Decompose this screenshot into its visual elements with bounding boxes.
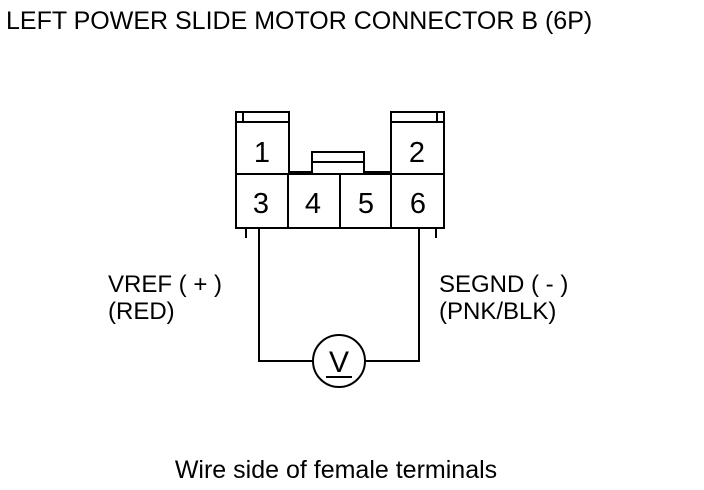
pin-number-1: 1 <box>254 137 270 169</box>
diagram-title: LEFT POWER SLIDE MOTOR CONNECTOR B (6P) <box>6 7 592 35</box>
pin-number-5: 5 <box>358 188 374 220</box>
pin-number-2: 2 <box>409 137 425 169</box>
connector-b-6p: 1 2 3 4 5 6 <box>235 111 445 238</box>
pin-cell-2 <box>390 121 445 175</box>
right-wire-color: (PNK/BLK) <box>439 298 556 325</box>
diagram-caption: Wire side of female terminals <box>175 456 497 484</box>
housing-lip-right <box>436 112 444 123</box>
housing-lip-left <box>236 112 244 123</box>
voltmeter-icon: V <box>312 334 366 388</box>
probe-wire-left <box>258 228 313 362</box>
pin-number-3: 3 <box>253 188 269 220</box>
pin-cell-4 <box>287 173 341 229</box>
voltmeter-circle <box>312 334 366 388</box>
pin-cell-5 <box>339 173 392 229</box>
pin-cell-3 <box>235 173 289 229</box>
right-signal-label: SEGND ( - ) <box>439 271 568 298</box>
voltmeter-symbol: V <box>329 346 349 379</box>
left-signal-label: VREF ( + ) <box>108 271 222 298</box>
locking-tab-top <box>311 151 365 174</box>
left-wire-color: (RED) <box>108 298 175 325</box>
probe-wire-right <box>366 228 420 362</box>
pin-cell-6 <box>390 173 445 229</box>
pin-number-4: 4 <box>305 188 321 220</box>
pin-cell-1 <box>235 121 290 175</box>
pin-number-6: 6 <box>410 188 426 220</box>
